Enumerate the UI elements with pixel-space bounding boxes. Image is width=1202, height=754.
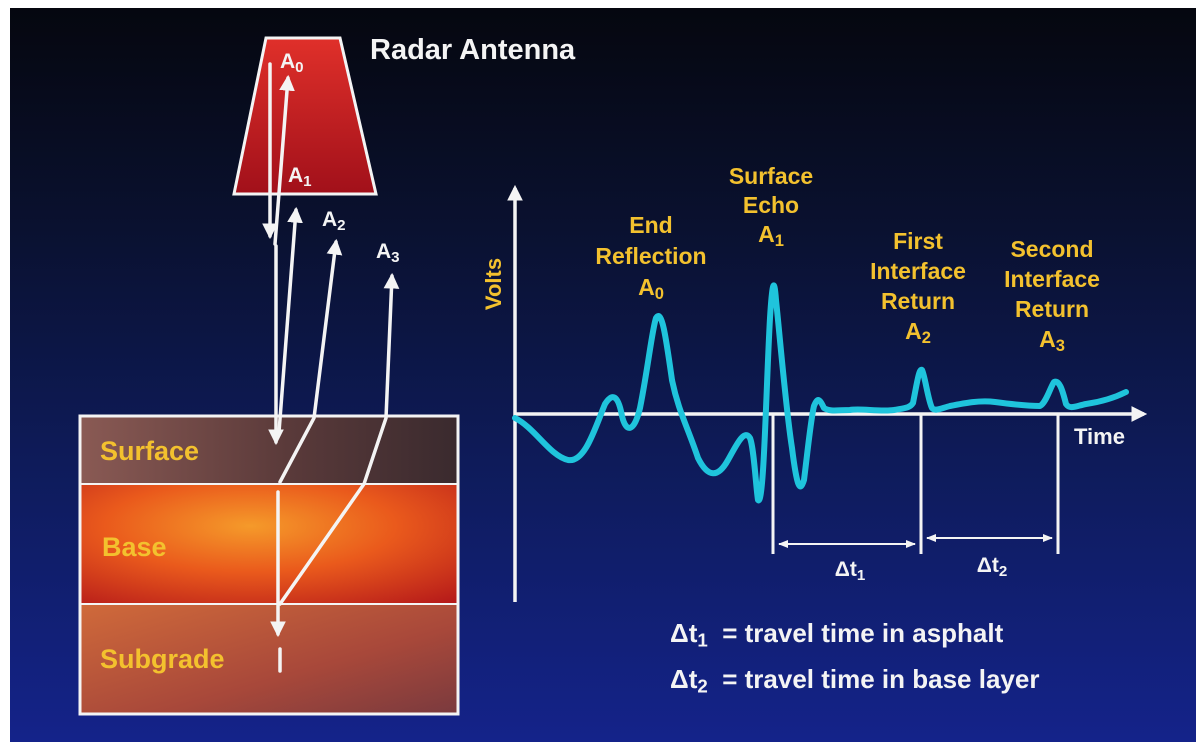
y-axis-label: Volts: [481, 258, 507, 310]
legend-row-dt1: Δt1 = travel time in asphalt: [670, 618, 1003, 652]
x-axis-label: Time: [1074, 424, 1125, 450]
surface-echo-line2: Echo: [742, 192, 800, 218]
surface-layer: [80, 416, 458, 484]
second-return-line2: Interface: [1004, 266, 1100, 292]
first-return-line2: Interface: [870, 258, 966, 284]
y-axis-label-text: Volts: [481, 257, 506, 311]
slide: Radar Antenna A0 A1 A2 A3 Surface Base S…: [10, 8, 1196, 742]
surface-layer-label: Surface: [100, 436, 199, 467]
surface-echo-label: Surface Echo A1: [729, 162, 813, 255]
a2-base: A: [322, 208, 338, 231]
end-reflection-sub: 0: [654, 284, 664, 304]
label-a3-antenna: A3: [376, 240, 400, 266]
second-return-line3: Return: [1014, 296, 1090, 322]
pavement-layers: [78, 414, 460, 716]
legend-row-dt2: Δt2 = travel time in base layer: [670, 664, 1039, 698]
a0-sub: 0: [295, 58, 304, 76]
radar-antenna-title: Radar Antenna: [370, 34, 575, 67]
label-a2-antenna: A2: [322, 208, 346, 234]
subgrade-layer-text: Subgrade: [100, 644, 225, 674]
end-reflection-label: End Reflection A0: [595, 210, 706, 309]
legend-dt1-symbol: Δt: [670, 618, 698, 648]
timing-markers: [771, 414, 1060, 554]
surface-layer-text: Surface: [100, 436, 200, 466]
a3-base: A: [376, 240, 392, 263]
a1-sub: 1: [303, 172, 312, 190]
legend-dt2-text: = travel time in base layer: [722, 664, 1040, 694]
radar-antenna-title-text: Radar Antenna: [370, 34, 576, 66]
surface-echo-symbol: A1: [729, 220, 813, 255]
label-a0-antenna: A0: [280, 50, 304, 76]
dt1-label: Δt1: [835, 558, 866, 584]
base-layer: [80, 484, 458, 604]
a0-base: A: [280, 50, 296, 73]
a3-sub: 3: [391, 248, 400, 266]
label-a1-antenna: A1: [288, 164, 312, 190]
dt1-sub: 1: [856, 566, 866, 584]
dt2-sub: 2: [998, 562, 1008, 580]
legend-dt1-text: = travel time in asphalt: [722, 618, 1004, 648]
legend-dt2-symbol: Δt: [670, 664, 698, 694]
second-interface-return-label: Second Interface Return A3: [1004, 234, 1100, 361]
x-axis-label-text: Time: [1074, 424, 1125, 449]
end-reflection-line1: End: [629, 212, 673, 238]
ray-a0: [273, 74, 295, 246]
second-return-base: A: [1039, 326, 1056, 352]
a2-sub: 2: [337, 216, 346, 234]
second-return-symbol: A3: [1004, 324, 1100, 361]
ray-a1: [277, 206, 303, 434]
second-return-sub: 3: [1055, 336, 1065, 356]
subgrade-layer-label: Subgrade: [100, 644, 225, 675]
first-return-line1: First: [893, 228, 943, 254]
legend-dt1-sub: 1: [697, 629, 708, 651]
radar-waveform-trace: [512, 282, 1129, 504]
a1-base: A: [288, 164, 304, 187]
surface-echo-line1: Surface: [728, 163, 814, 189]
base-layer-label: Base: [102, 532, 167, 563]
ray-paths: [262, 62, 400, 673]
first-return-base: A: [905, 318, 922, 344]
surface-echo-base: A: [758, 221, 775, 247]
first-return-line3: Return: [880, 288, 956, 314]
ray-a3: [278, 272, 400, 606]
dt2-base: Δt: [976, 554, 999, 577]
base-layer-text: Base: [102, 532, 167, 562]
first-return-symbol: A2: [870, 316, 966, 353]
legend-dt2-sub: 2: [697, 675, 708, 697]
second-return-line1: Second: [1010, 236, 1094, 262]
first-interface-return-label: First Interface Return A2: [870, 226, 966, 353]
dt2-label: Δt2: [977, 554, 1008, 580]
ray-a2: [278, 238, 343, 484]
surface-echo-sub: 1: [774, 231, 784, 251]
subgrade-layer: [80, 604, 458, 714]
end-reflection-base: A: [638, 274, 655, 300]
end-reflection-line2: Reflection: [595, 243, 707, 269]
end-reflection-symbol: A0: [595, 272, 706, 309]
diagram-graphics: [78, 36, 1148, 716]
dt1-base: Δt: [834, 558, 857, 581]
first-return-sub: 2: [921, 328, 931, 348]
